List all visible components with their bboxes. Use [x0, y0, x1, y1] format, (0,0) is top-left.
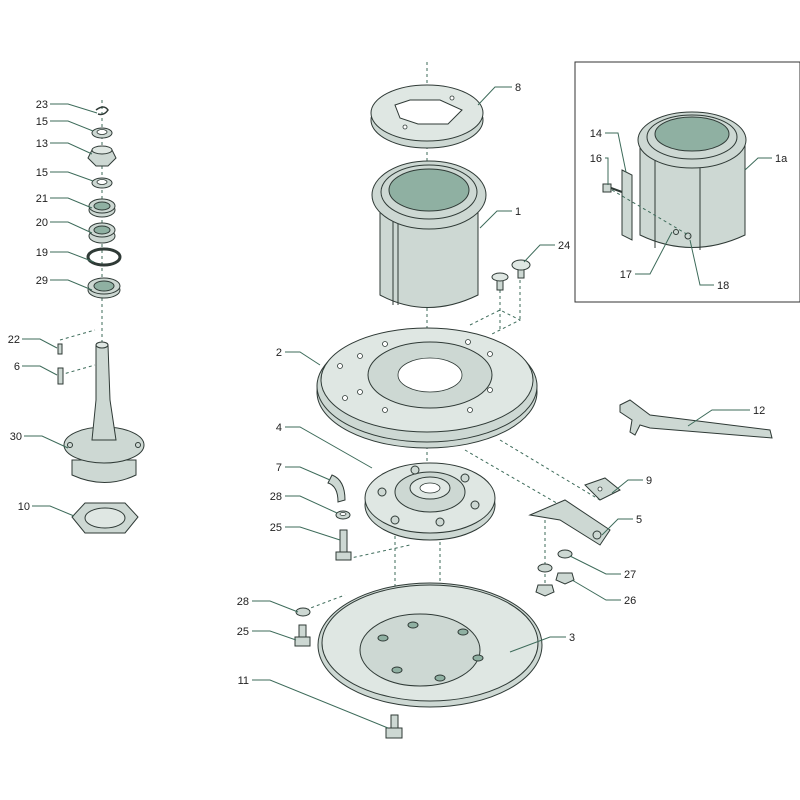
part-26-nuts: [535, 572, 575, 597]
axis-line: [464, 449, 561, 506]
callout-22: 22: [8, 334, 20, 346]
callout-1a: 1a: [775, 153, 788, 165]
part-14-strip: [621, 169, 633, 241]
part-9-plate: [584, 477, 621, 501]
part-15-washer-a: [91, 127, 113, 139]
part-21-bearing: [88, 198, 116, 218]
part-13-gear: [87, 145, 117, 167]
callout-9: 9: [646, 475, 652, 487]
axis-line: [341, 544, 411, 561]
callout-13: 13: [36, 138, 48, 150]
part-6-key: [57, 367, 64, 385]
callout-24: 24: [558, 240, 570, 252]
callout-20: 20: [36, 217, 48, 229]
part-22-pin: [57, 343, 63, 355]
inset-frame: [574, 61, 800, 303]
callout-11: 11: [238, 675, 249, 687]
callout-19: 19: [36, 247, 48, 259]
part-15-washer-b: [91, 177, 113, 189]
callout-29: 29: [36, 275, 48, 287]
callout-3: 3: [569, 632, 575, 644]
callout-30: 30: [10, 431, 22, 443]
leader-lines: [22, 86, 772, 729]
callout-17: 17: [620, 269, 632, 281]
callout-26: 26: [624, 595, 636, 607]
part-28-washer-b: [295, 607, 311, 617]
part-30-shaft-housing: [63, 341, 145, 483]
callout-1: 1: [515, 206, 521, 218]
part-12-lever: [619, 399, 773, 439]
part-29-bearing: [87, 277, 121, 299]
callout-16: 16: [590, 153, 602, 165]
part-4-hub: [364, 462, 496, 541]
callout-28: 28: [237, 596, 249, 608]
part-28-washer: [335, 510, 351, 520]
callout-27: 27: [624, 569, 636, 581]
part-2-disc: [316, 327, 538, 449]
part-7-segment: [327, 474, 346, 503]
callout-18: 18: [717, 280, 729, 292]
callout-2: 2: [276, 347, 282, 359]
part-20-bearing: [88, 222, 116, 244]
part-10-gasket: [71, 502, 139, 534]
callout-25: 25: [237, 626, 249, 638]
part-8-top-plate: [370, 84, 484, 149]
callout-7: 7: [276, 462, 282, 474]
callout-15: 15: [36, 167, 48, 179]
callout-5: 5: [636, 514, 642, 526]
part-16-bolt: [602, 183, 623, 193]
part-11-bolt: [385, 714, 403, 739]
part-25-bolt-b: [294, 624, 311, 647]
callout-4: 4: [276, 422, 282, 434]
part-27-washers: [537, 549, 573, 573]
part-1a-drum: [637, 111, 747, 250]
callout-8: 8: [515, 82, 521, 94]
callout-6: 6: [14, 361, 20, 373]
callout-15: 15: [36, 116, 48, 128]
part-25-bolt: [335, 529, 352, 561]
callout-14: 14: [590, 128, 602, 140]
axis-line: [59, 364, 96, 376]
callout-21: 21: [36, 193, 48, 205]
callout-12: 12: [753, 405, 765, 417]
part-24-bolts: [491, 259, 531, 291]
part-23-clip: [95, 106, 109, 116]
axis-line: [469, 309, 522, 336]
axis-line: [59, 329, 96, 341]
part-1-drum: [371, 160, 487, 308]
callout-10: 10: [18, 501, 30, 513]
part-3-skid: [317, 582, 543, 708]
callout-25: 25: [270, 522, 282, 534]
part-19-circlip: [86, 247, 122, 267]
part-17-nut: [673, 229, 679, 235]
callout-23: 23: [36, 99, 48, 111]
callout-28: 28: [270, 491, 282, 503]
axis-line: [499, 439, 601, 501]
part-5-bracket: [528, 499, 611, 546]
